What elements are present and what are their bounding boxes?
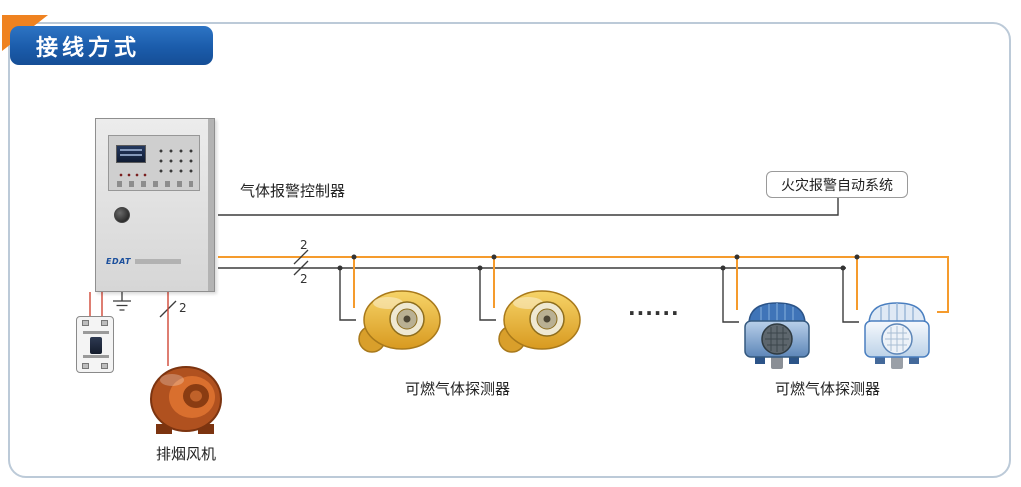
gas-detector-blue-2-icon bbox=[864, 302, 930, 369]
page-title: 接线方式 bbox=[36, 35, 141, 61]
exhaust-fan-icon bbox=[150, 366, 222, 434]
ground-symbol bbox=[113, 292, 131, 311]
drop-wires-orange bbox=[353, 257, 858, 310]
panel-logo-text: EDAT bbox=[106, 257, 131, 266]
panel-side-shade bbox=[208, 119, 214, 291]
panel-keypad-buttons bbox=[154, 144, 194, 176]
fire-alarm-system-box: 火灾报警自动系统 bbox=[766, 171, 908, 198]
panel-front-inset bbox=[108, 135, 200, 191]
fire-alarm-system-label: 火灾报警自动系统 bbox=[781, 177, 893, 194]
drop-wires-dark bbox=[339, 268, 859, 323]
breaker-terminal bbox=[101, 320, 108, 326]
panel-brand-logo: EDAT bbox=[106, 257, 181, 266]
wire-count-fan-branch: 2 bbox=[179, 301, 187, 315]
title-banner: 接线方式 bbox=[10, 26, 213, 65]
gas-detector-yellow-2-icon bbox=[498, 290, 581, 353]
breaker-toggle bbox=[90, 337, 102, 354]
red-wires-breaker bbox=[89, 292, 103, 316]
wire-to-fire-system bbox=[218, 198, 839, 216]
panel-display-screen bbox=[116, 145, 146, 163]
panel-button-row bbox=[117, 181, 193, 187]
panel-led-indicators bbox=[117, 172, 149, 178]
bus-wire-orange bbox=[218, 256, 949, 313]
detector-group-right-label: 可燃气体探测器 bbox=[775, 380, 881, 398]
panel-logo-tagline bbox=[135, 259, 181, 264]
circuit-breaker-device bbox=[76, 316, 114, 373]
detector-group-left-label: 可燃气体探测器 bbox=[405, 380, 511, 398]
breaker-terminal bbox=[82, 320, 89, 326]
breaker-terminal bbox=[101, 363, 108, 369]
panel-buzzer-icon bbox=[114, 207, 130, 223]
fan-label: 排烟风机 bbox=[156, 445, 217, 463]
gas-detector-blue-1-icon bbox=[744, 302, 810, 369]
wire-count-bus-top: 2 bbox=[300, 238, 308, 252]
gas-detector-yellow-1-icon bbox=[358, 290, 441, 353]
gas-controller-device: EDAT bbox=[95, 118, 215, 292]
breaker-line bbox=[83, 331, 109, 334]
continuation-dots: ...... bbox=[628, 296, 680, 320]
wire-count-bus-bottom: 2 bbox=[300, 272, 308, 286]
breaker-line bbox=[83, 355, 109, 358]
controller-label: 气体报警控制器 bbox=[240, 182, 346, 200]
breaker-terminal bbox=[82, 363, 89, 369]
junction-dots bbox=[337, 254, 860, 271]
